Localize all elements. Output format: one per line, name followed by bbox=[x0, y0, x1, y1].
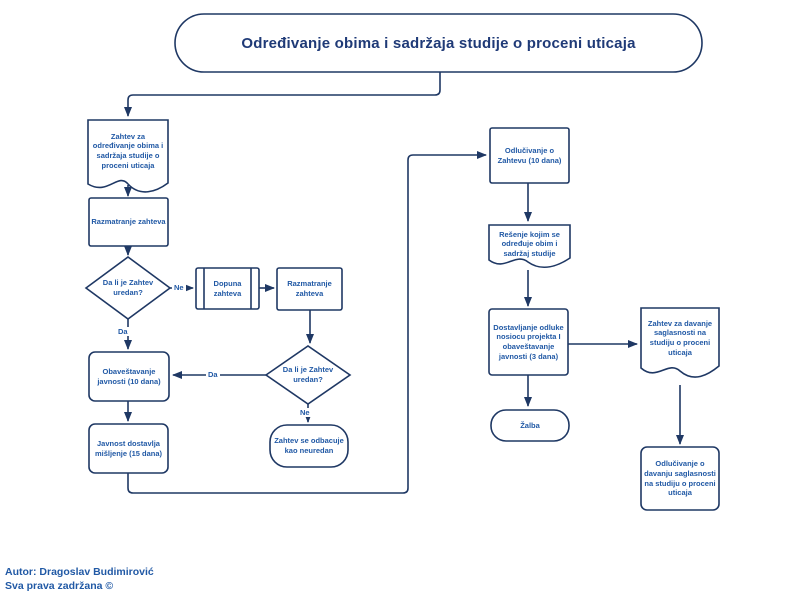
zahtev-doc-shape bbox=[87, 119, 169, 193]
connector-javnost-to-odlucivanje1 bbox=[127, 151, 487, 494]
edge-label-ne2: Ne bbox=[298, 408, 312, 417]
dopuna-shape bbox=[195, 267, 260, 310]
edge-label-ne1: Ne bbox=[172, 283, 186, 292]
footer-author: Autor: Dragoslav Budimirović bbox=[5, 566, 154, 578]
footer: Autor: Dragoslav Budimirović Sva prava z… bbox=[5, 565, 154, 593]
odbacuje-shape bbox=[269, 424, 349, 468]
edge-label-da1: Da bbox=[116, 327, 130, 336]
page-title: Određivanje obima i sadržaja studije o p… bbox=[241, 34, 636, 52]
razmatranje1-shape bbox=[88, 197, 169, 247]
connector-title-to-zahtev bbox=[124, 72, 441, 117]
odlucivanje2-shape bbox=[640, 446, 720, 511]
title-shape bbox=[174, 13, 703, 73]
razmatranje2-shape bbox=[276, 267, 343, 311]
diamond1-shape bbox=[84, 256, 172, 320]
edge-label-da2: Da bbox=[206, 370, 220, 379]
dostavljanje-shape bbox=[488, 308, 569, 376]
resenje-doc-shape bbox=[488, 224, 571, 269]
zalba-shape bbox=[490, 409, 570, 442]
javnost-shape bbox=[88, 423, 169, 474]
footer-copyright: Sva prava zadržana © bbox=[5, 580, 114, 593]
obavestavanje-shape bbox=[88, 351, 170, 402]
saglasnost-doc-shape bbox=[640, 307, 720, 378]
diamond2-shape bbox=[264, 345, 352, 405]
odlucivanje1-shape bbox=[489, 127, 570, 184]
